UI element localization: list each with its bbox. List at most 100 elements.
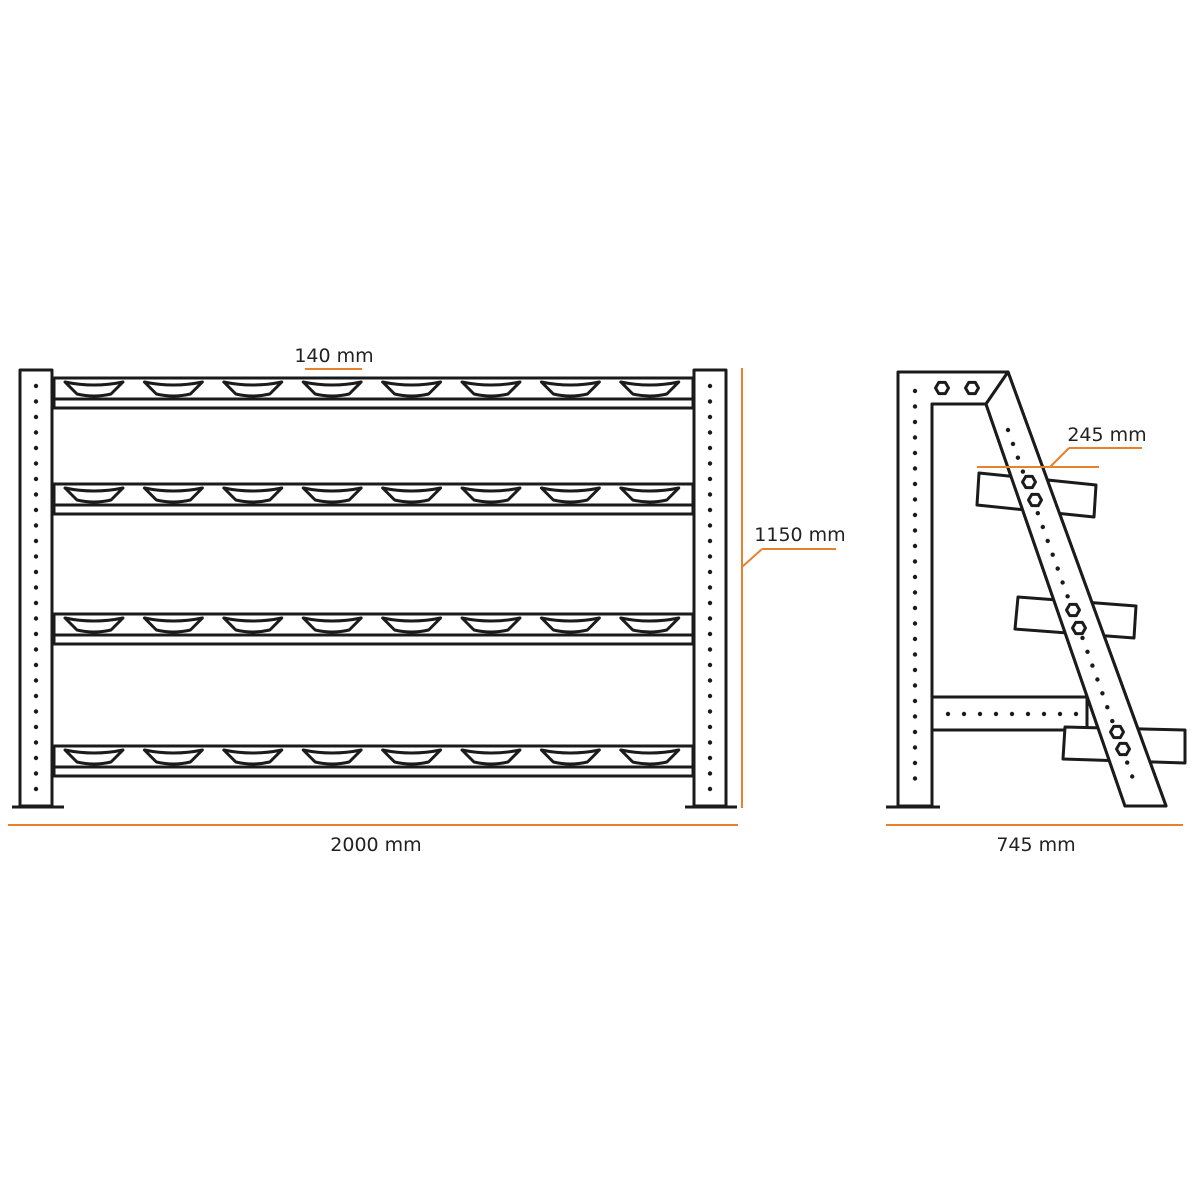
bolt-icon: [1109, 724, 1125, 740]
frame-hole: [1050, 552, 1055, 557]
bolt-icon: [1115, 741, 1131, 757]
upright-hole: [707, 383, 713, 389]
frame-hole: [1015, 455, 1021, 460]
upright-hole: [33, 585, 39, 590]
cradle: [301, 616, 363, 634]
cradle: [142, 486, 204, 504]
frame-hole: [1090, 663, 1095, 668]
frame-hole: [912, 419, 918, 425]
width-label: 2000 mm: [330, 834, 421, 856]
upright-hole: [33, 724, 39, 730]
upright-hole: [707, 399, 713, 404]
frame-hole: [1010, 441, 1016, 447]
upright-hole: [33, 771, 39, 776]
frame-hole: [912, 621, 918, 626]
frame-hole: [1105, 705, 1110, 710]
cradle: [460, 748, 522, 766]
upright-hole: [707, 507, 713, 513]
upright-hole: [707, 476, 713, 482]
upright-hole: [33, 600, 39, 606]
upright-hole: [33, 693, 39, 699]
cradle: [381, 748, 443, 766]
upright-hole: [707, 755, 713, 761]
upright-hole: [33, 616, 39, 621]
cradle: [222, 616, 284, 634]
frame-hole: [912, 404, 918, 409]
frame-hole: [912, 574, 918, 580]
cradle: [222, 380, 284, 398]
upright-hole: [33, 523, 39, 528]
frame-hole: [1073, 711, 1079, 717]
frame-hole: [912, 729, 918, 735]
cradle: [539, 616, 601, 634]
shelf-depth-leader: [1049, 447, 1070, 468]
upright-hole: [707, 693, 713, 699]
frame-hole: [1041, 711, 1047, 717]
frame-hole: [912, 559, 918, 564]
frame-hole: [912, 497, 918, 502]
bolt-icon: [1071, 620, 1087, 636]
upright-hole: [33, 507, 39, 513]
upright-hole: [707, 724, 713, 730]
upright-hole: [33, 492, 39, 497]
frame-hole: [1085, 649, 1090, 654]
upright-hole: [33, 709, 39, 714]
upright-hole: [707, 569, 713, 575]
upright-hole: [707, 662, 713, 668]
upright-hole: [33, 647, 39, 652]
upright-hole: [707, 616, 713, 621]
upright-hole: [707, 492, 713, 497]
frame-hole: [912, 466, 918, 471]
upright-hole: [707, 786, 713, 792]
cradle: [63, 486, 125, 504]
height-label: 1150 mm: [754, 524, 845, 546]
upright-hole: [33, 430, 39, 435]
frame-hole: [1100, 691, 1105, 696]
cradle: [539, 380, 601, 398]
upright-hole: [707, 740, 713, 745]
upright-hole: [707, 600, 713, 606]
shelves: [52, 376, 695, 778]
upright-hole: [707, 523, 713, 528]
cradle: [619, 380, 681, 398]
upright-hole: [33, 678, 39, 683]
frame-hole: [945, 711, 951, 717]
shelf: [52, 376, 695, 410]
upright-hole: [707, 414, 713, 420]
frame-hole: [1065, 594, 1070, 599]
height-leader: [741, 548, 763, 568]
side-view: [886, 370, 1187, 809]
frame-hole: [1020, 469, 1026, 474]
frame-hole: [1125, 760, 1130, 765]
shelf-depth-label: 245 mm: [1067, 424, 1146, 446]
cradle: [301, 748, 363, 766]
cradle: [381, 616, 443, 634]
frame-hole: [1009, 711, 1015, 717]
upright-hole: [33, 755, 39, 761]
cradle: [381, 380, 443, 398]
cradle: [460, 380, 522, 398]
upright-hole: [707, 678, 713, 683]
frame-hole: [912, 745, 918, 750]
frame-hole: [993, 711, 999, 717]
side-cross-beam: [930, 695, 1089, 732]
upright-hole: [33, 538, 39, 544]
frame-hole: [912, 667, 918, 673]
cradle: [222, 748, 284, 766]
upright-hole: [33, 476, 39, 482]
frame-hole: [1060, 580, 1065, 585]
frame-hole: [912, 481, 918, 487]
upright-hole: [707, 585, 713, 590]
frame-hole: [912, 714, 918, 719]
frame-hole: [1095, 677, 1100, 682]
cradle: [539, 486, 601, 504]
frame-hole: [1040, 524, 1046, 530]
dimension-lines: 140 mm 1150 mm 2000 mm 245 mm 745 mm: [8, 345, 1183, 856]
cradle: [301, 380, 363, 398]
shelf: [52, 612, 695, 646]
upright-hole: [33, 554, 39, 559]
frame-hole: [912, 605, 918, 611]
frame-hole: [961, 711, 967, 717]
frame-hole: [1057, 711, 1063, 717]
